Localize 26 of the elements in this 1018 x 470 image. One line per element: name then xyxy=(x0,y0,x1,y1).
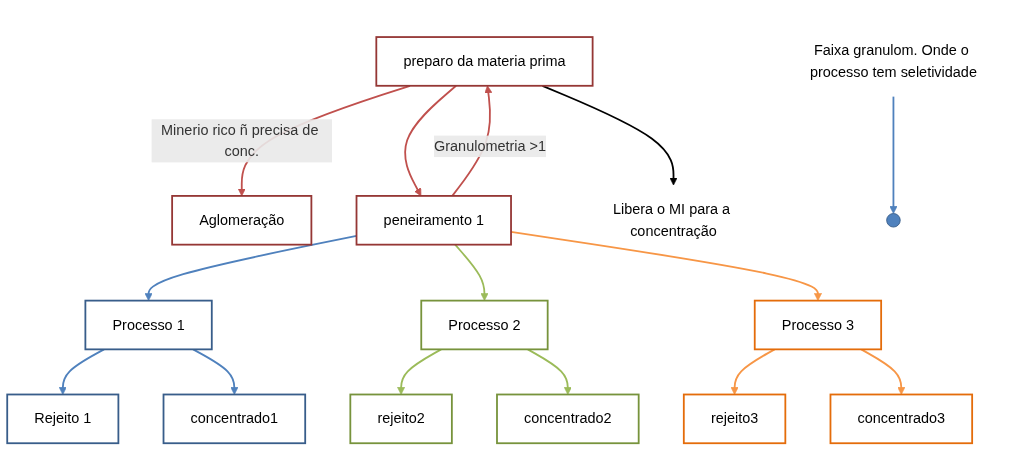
node-box: concentrado1 xyxy=(162,393,307,445)
arrow xyxy=(526,348,572,396)
arrow xyxy=(58,348,105,396)
arrow xyxy=(397,348,443,396)
node-box: rejeito2 xyxy=(349,393,453,445)
node-box: concentrado3 xyxy=(829,393,974,445)
node-text: Libera o MI para a concentração xyxy=(612,201,731,239)
arrow xyxy=(404,85,457,197)
node-circle xyxy=(886,213,901,228)
node-box: Processo 2 xyxy=(420,299,549,351)
node-box: rejeito3 xyxy=(682,393,787,445)
node-box: concentrado2 xyxy=(496,393,640,445)
arrow xyxy=(860,348,906,396)
arrow xyxy=(889,96,898,215)
arrow xyxy=(192,348,239,396)
edge-label: Minerio rico ñ precisa de conc. xyxy=(161,122,319,160)
node-box: Rejeito 1 xyxy=(6,393,120,445)
node-box: Processo 1 xyxy=(84,299,213,351)
arrow xyxy=(454,244,489,302)
node-box: preparo da materia prima xyxy=(375,36,594,87)
arrow xyxy=(730,348,776,396)
node-box: Processo 3 xyxy=(753,299,883,351)
edge-label: Granulometria >1 xyxy=(434,138,547,154)
node-box: peneiramento 1 xyxy=(355,195,512,246)
node-text: Faixa granulom. Onde o processo tem seletividade xyxy=(809,42,977,80)
node-box: Aglomeração xyxy=(171,195,313,246)
